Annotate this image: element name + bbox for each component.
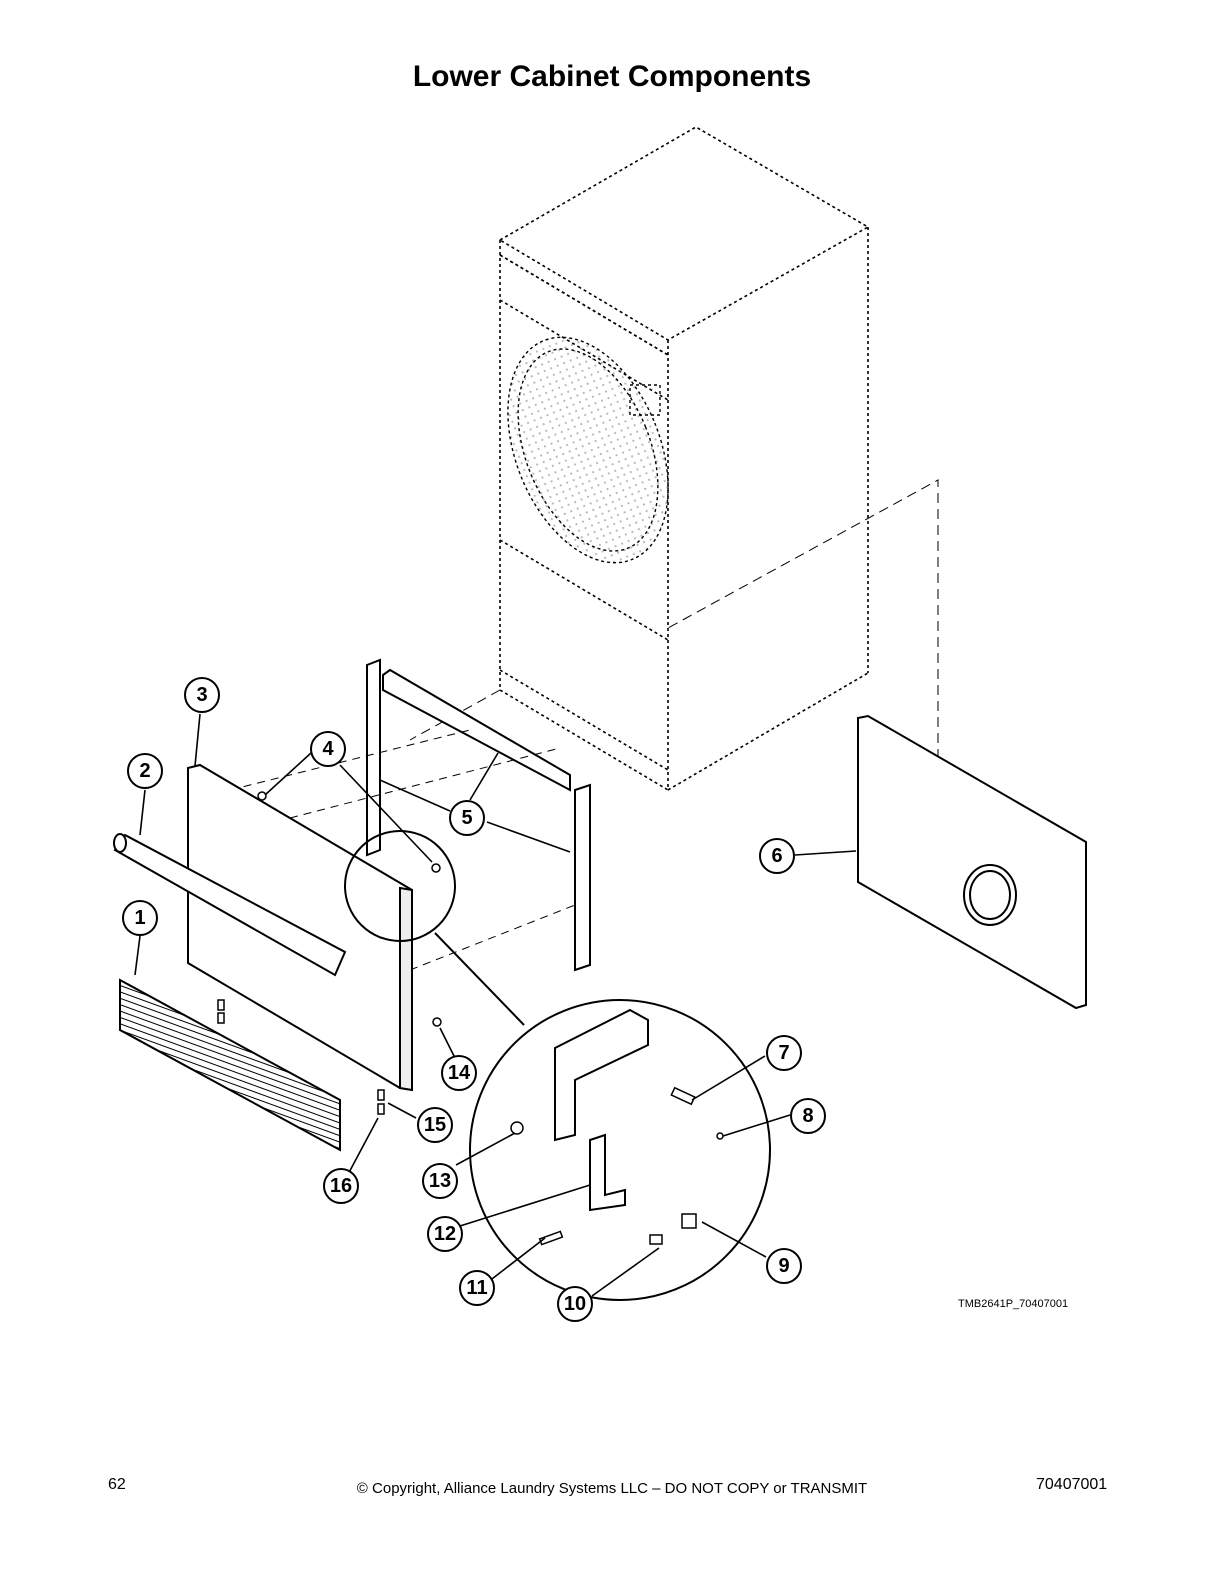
callout-11: 11 — [466, 1277, 487, 1299]
callout-9: 9 — [778, 1255, 789, 1277]
callout-16: 16 — [330, 1175, 352, 1197]
callout-8: 8 — [802, 1105, 813, 1127]
detail-circles — [344, 830, 771, 1301]
document-number: 70407001 — [1036, 1476, 1108, 1493]
figure-reference: TMB2641P_70407001 — [958, 1298, 1069, 1310]
side-panel — [857, 714, 1087, 1010]
callout-14: 14 — [448, 1062, 471, 1084]
callout-6: 6 — [771, 845, 782, 867]
callout-3: 3 — [196, 684, 207, 706]
callout-10: 10 — [564, 1293, 586, 1315]
dryer-cabinet-phantom — [498, 126, 870, 791]
frame-rails — [366, 658, 591, 972]
dryer-drum — [507, 336, 669, 564]
callout-2: 2 — [139, 760, 150, 782]
callout-12: 12 — [434, 1223, 456, 1245]
callout-13: 13 — [429, 1170, 451, 1192]
detail-bracket — [554, 1008, 649, 1212]
callout-numbers: 1 2 3 4 5 6 7 8 9 10 11 12 13 14 15 16 — [134, 684, 813, 1315]
copyright-notice: © Copyright, Alliance Laundry Systems LL… — [356, 1480, 868, 1497]
page-title: Lower Cabinet Components — [412, 60, 812, 93]
kick-panel — [119, 978, 341, 1152]
callout-7: 7 — [778, 1042, 789, 1064]
callout-5: 5 — [461, 807, 472, 829]
top-trim-tube — [113, 833, 347, 977]
callout-15: 15 — [424, 1114, 446, 1136]
leader-lines — [134, 713, 857, 1297]
callout-bubbles — [122, 677, 826, 1322]
callout-1: 1 — [134, 907, 145, 929]
fasteners — [217, 791, 724, 1246]
callout-4: 4 — [322, 738, 334, 760]
page-number: 62 — [108, 1476, 126, 1493]
